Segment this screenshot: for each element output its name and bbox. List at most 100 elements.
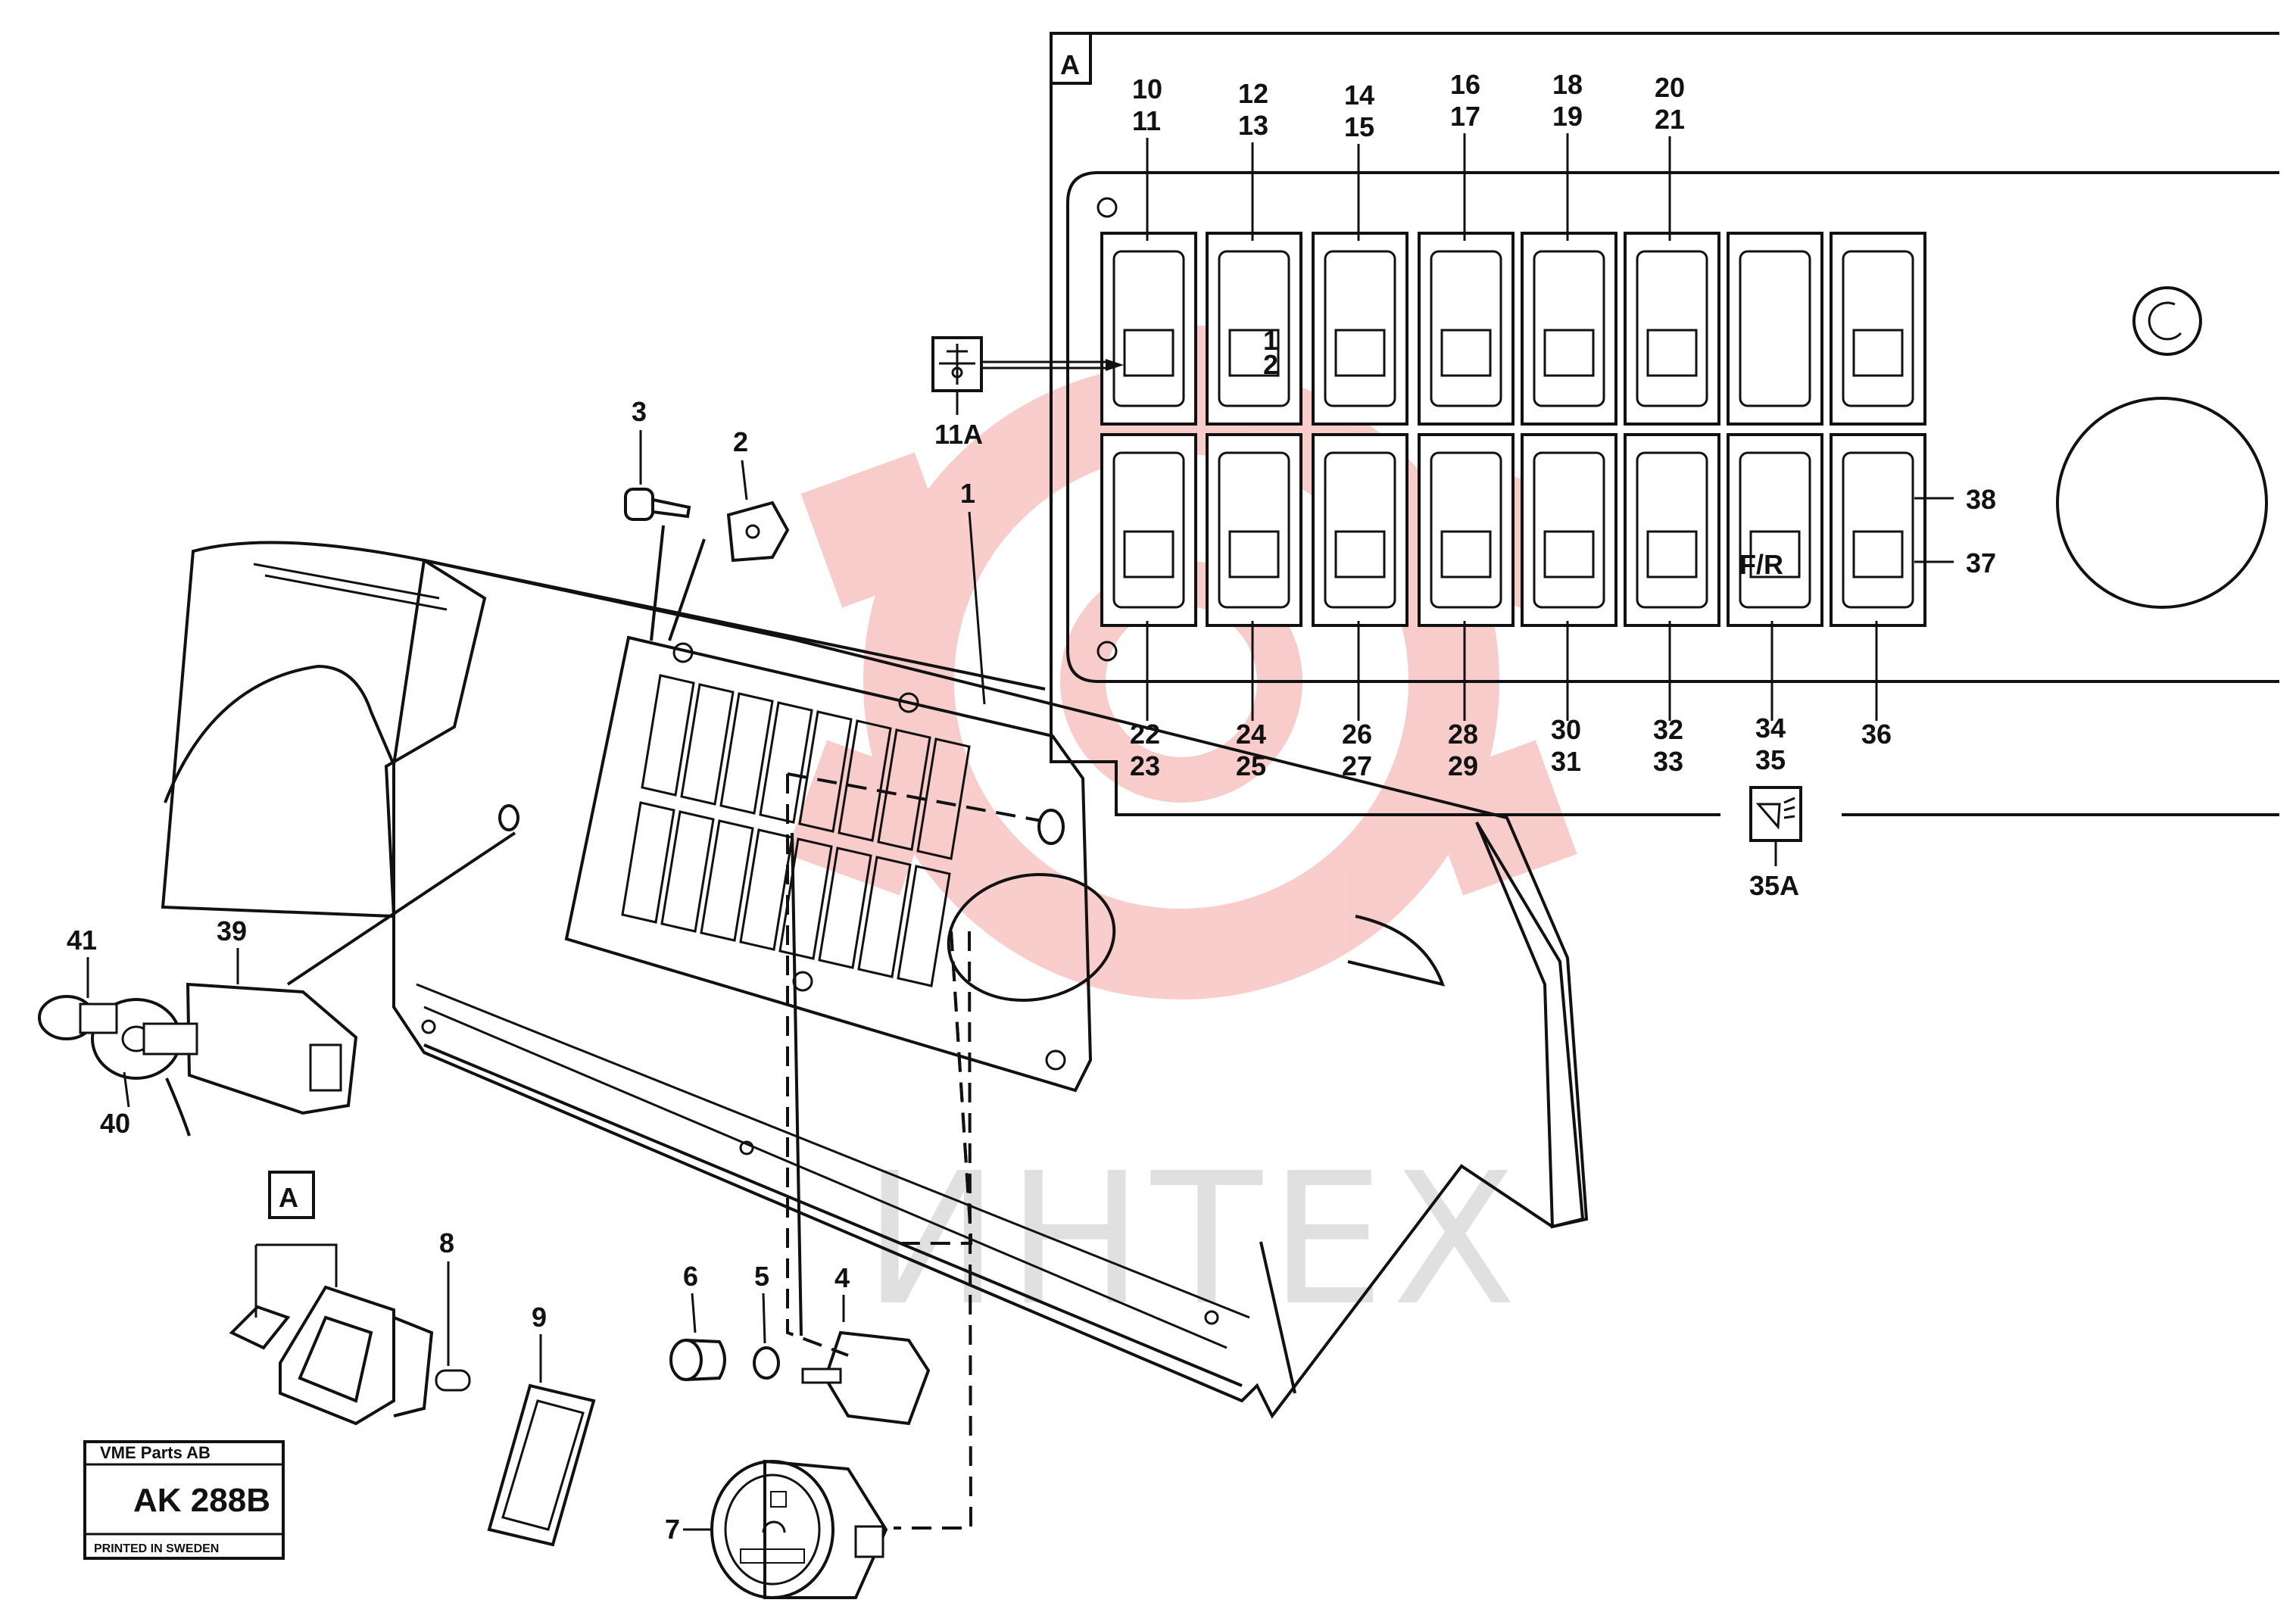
rocker-switch-r1-c5[interactable] (1521, 232, 1617, 426)
detail-a-label: A (1060, 49, 1080, 80)
stamp-company: VME Parts AB (100, 1443, 211, 1462)
label-37: 37 (1966, 547, 1996, 578)
gauge-cutout (2056, 397, 2268, 609)
label-16: 16 (1450, 69, 1480, 100)
rocker-switch-r2-c5[interactable] (1521, 433, 1617, 627)
rocker-switch-r1-c8[interactable] (1830, 232, 1926, 426)
label-17: 17 (1450, 101, 1480, 132)
fraction-bottom-text: 2 (1263, 349, 1278, 380)
detail-a-small-rocker: A 8 (229, 1171, 471, 1426)
rocker-switch-r2-c2-symbol-icon (1228, 530, 1280, 578)
label-23: 23 (1130, 750, 1160, 781)
top-row-labels: 10 11 12 13 14 15 16 17 18 19 20 21 (1132, 69, 1685, 241)
detail-a-small-label: A (279, 1182, 298, 1213)
label-33: 33 (1653, 746, 1683, 777)
label-32: 32 (1653, 714, 1683, 745)
rocker-switch-r1-c5-symbol-icon (1543, 329, 1595, 377)
rocker-switch-r2-c3[interactable] (1312, 433, 1408, 627)
rocker-switch-r2-c1[interactable] (1100, 433, 1197, 627)
label-31: 31 (1551, 746, 1581, 777)
label-41: 41 (67, 925, 97, 956)
rocker-switch-r2-c7[interactable] (1727, 433, 1823, 627)
knob-icon (2132, 286, 2202, 356)
label-19: 19 (1552, 101, 1583, 132)
rocker-switch-r2-c8[interactable] (1830, 433, 1926, 627)
label-11a: 11A (934, 419, 983, 450)
rocker-switch-r1-c7[interactable] (1727, 232, 1823, 426)
rocker-switch-r1-c2[interactable] (1206, 232, 1302, 426)
rocker-switch-r2-c2[interactable] (1206, 433, 1302, 627)
label-24: 24 (1236, 719, 1266, 750)
part-39-40-41-rotary-switch: 39 41 40 (38, 915, 358, 1139)
detail-a-frame: A (1050, 32, 2279, 816)
label-11: 11 (1132, 105, 1161, 136)
rocker-switch-array: F/R12 (1100, 232, 1926, 627)
label-29: 29 (1448, 750, 1478, 781)
rocker-switch-r1-c3[interactable] (1312, 232, 1408, 426)
panel-cutout-r1-c1 (641, 674, 695, 797)
panel-cutout-r2-c2 (660, 810, 715, 933)
rocker-switch-r2-c4-symbol-icon (1440, 530, 1492, 578)
label-26: 26 (1342, 719, 1372, 750)
bottom-row-labels: 22 23 24 25 26 27 28 29 30 31 32 33 34 3… (1130, 484, 1996, 781)
dashboard-panel (161, 541, 1589, 1419)
panel-cutout-r2-c4 (739, 828, 794, 951)
label-35a: 35A (1749, 870, 1799, 901)
rocker-switch-r2-c8-symbol-icon (1852, 530, 1904, 578)
panel-cutout-r2-c7 (857, 856, 912, 978)
label-15: 15 (1344, 111, 1374, 142)
part-1-callout: 1 (960, 478, 986, 705)
rocker-switch-r2-c7-symbol-icon (1749, 530, 1801, 578)
label-13: 13 (1238, 110, 1268, 141)
panel-switch-cutouts (621, 674, 971, 987)
panel-cutout-r2-c1 (621, 801, 675, 924)
assembly-lines (286, 525, 1042, 1530)
panel-cutout-r2-c6 (818, 847, 872, 969)
stamp-printed: PRINTED IN SWEDEN (94, 1542, 219, 1555)
label-2: 2 (733, 426, 748, 457)
label-14: 14 (1344, 80, 1374, 111)
panel-cutout-r1-c5 (798, 710, 853, 833)
label-39: 39 (217, 915, 247, 946)
panel-cutout-r1-c8 (916, 738, 971, 860)
rocker-switch-r2-c5-symbol-icon (1543, 530, 1595, 578)
part-4-5-6-knob-assembly: 6 5 4 (669, 1261, 931, 1426)
rocker-switch-r1-c2-symbol-icon (1228, 329, 1280, 377)
label-3: 3 (632, 396, 647, 427)
rocker-switch-r1-c6-symbol-icon (1646, 329, 1698, 377)
label-1: 1 (960, 478, 975, 509)
rocker-switch-r1-c8-symbol-icon (1852, 329, 1904, 377)
part-7-gauge: 7 (665, 1459, 888, 1599)
label-20: 20 (1655, 72, 1685, 103)
panel-cutout-r2-c3 (700, 819, 754, 942)
label-5: 5 (754, 1261, 769, 1292)
rocker-switch-r2-c1-symbol-icon (1123, 530, 1175, 578)
stamp-code: AK 288B (133, 1482, 270, 1519)
watermark-text: ИНТЕХ (863, 1134, 1524, 1346)
symbol-11a: 11A (931, 336, 1124, 450)
parts-stamp: VME Parts AB AK 288B PRINTED IN SWEDEN (83, 1440, 285, 1560)
panel-cutout-r1-c6 (838, 719, 892, 842)
label-34: 34 (1755, 713, 1786, 744)
panel-cutout-r1-c2 (680, 683, 735, 806)
label-21: 21 (1655, 104, 1685, 135)
rocker-switch-r1-c3-symbol-icon (1334, 329, 1386, 377)
label-8: 8 (439, 1227, 454, 1258)
rocker-switch-r2-c4[interactable] (1418, 433, 1515, 627)
rocker-switch-r1-c6[interactable] (1624, 232, 1720, 426)
part-9-lens: 9 (487, 1302, 596, 1547)
label-10: 10 (1132, 73, 1162, 104)
rocker-switch-r1-c1-symbol-icon (1123, 329, 1175, 377)
label-12: 12 (1238, 78, 1268, 109)
rocker-switch-r1-c1[interactable] (1100, 232, 1197, 426)
label-38: 38 (1966, 484, 1996, 515)
rocker-switch-r2-c6[interactable] (1624, 433, 1720, 627)
rocker-switch-r1-c4[interactable] (1418, 232, 1515, 426)
panel-cutout-r1-c4 (759, 701, 813, 824)
label-18: 18 (1552, 69, 1583, 100)
label-40: 40 (100, 1108, 130, 1139)
panel-cutout-r1-c7 (877, 728, 931, 851)
label-7: 7 (665, 1514, 680, 1545)
label-6: 6 (683, 1261, 698, 1292)
